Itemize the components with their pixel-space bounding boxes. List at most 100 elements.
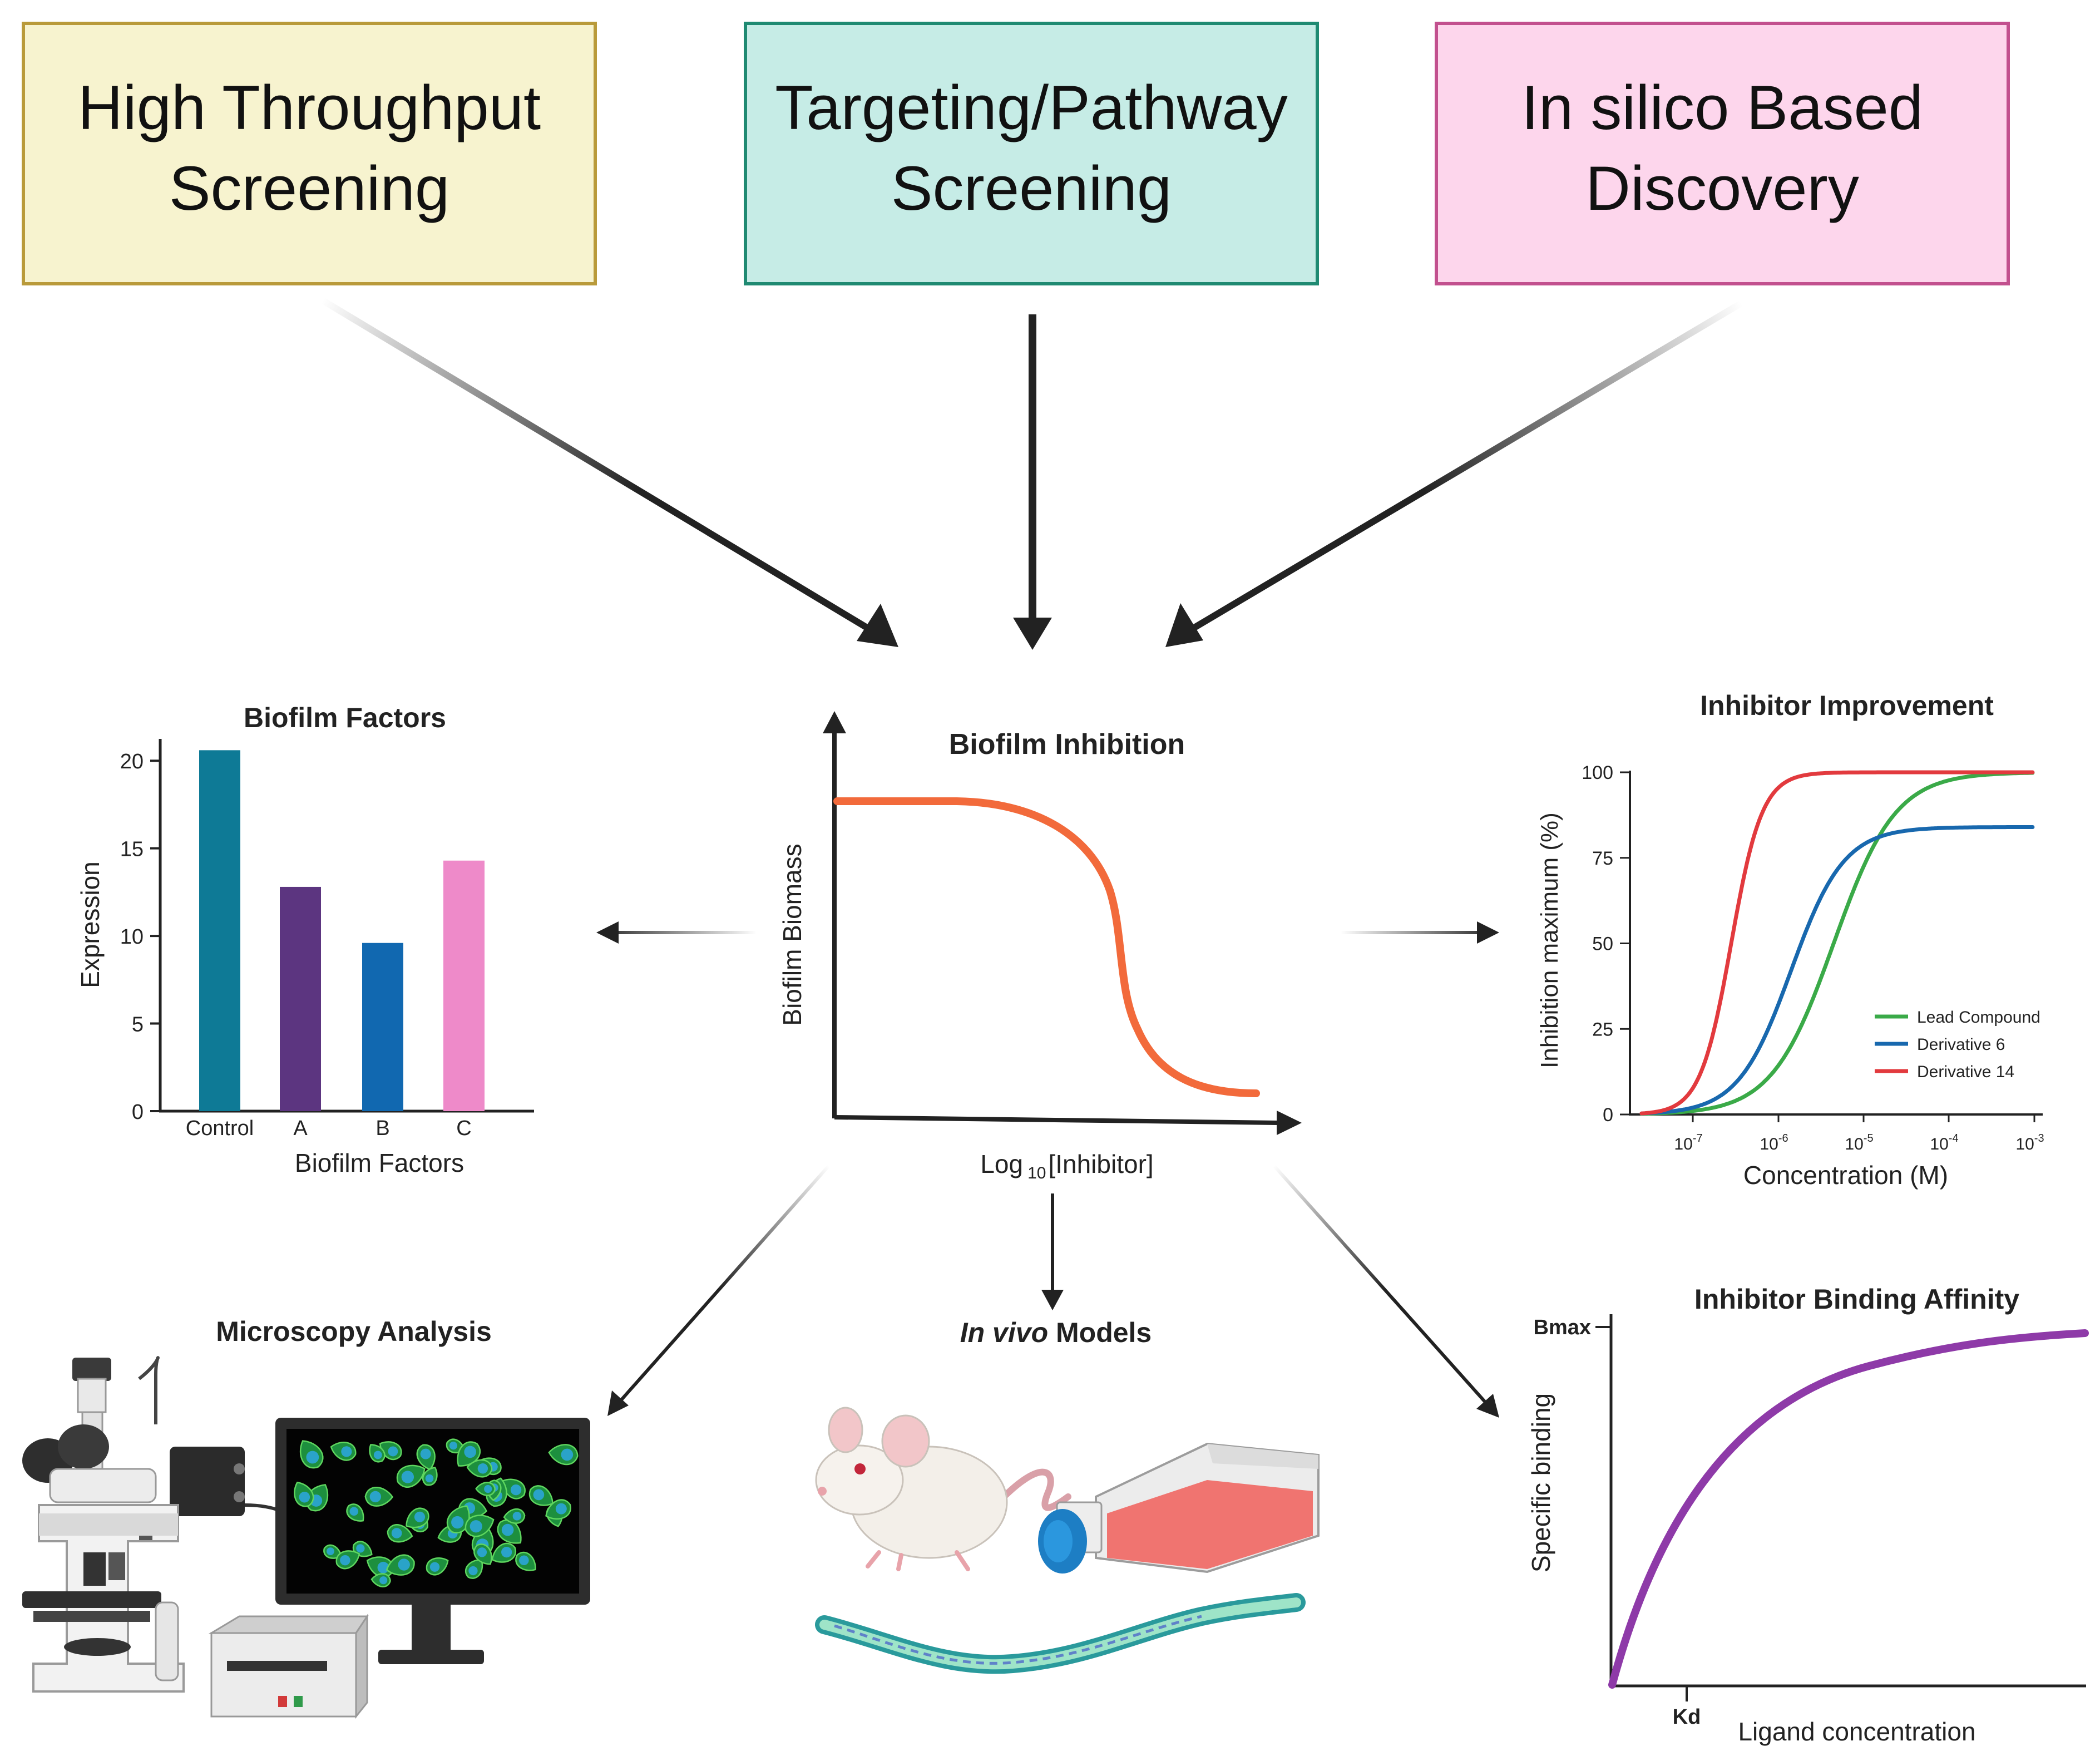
curve-derivative-14 — [1639, 770, 2035, 1116]
cell — [465, 1559, 483, 1579]
binding-affinity-chart: Inhibitor Binding Affinity Bmax Kd Ligan… — [1526, 1284, 2089, 1746]
x-tick-label: 10-7 — [1674, 1132, 1702, 1153]
arrow-to-microscopy — [607, 1165, 831, 1416]
x-label-inhibitor: [Inhibitor] — [1048, 1150, 1153, 1178]
biofilm-factors-x-tick-labels: Control A B C — [186, 1117, 472, 1140]
cell — [528, 1485, 554, 1506]
in-vivo-title: In vivo Models — [960, 1317, 1152, 1348]
x-tick-label: 10-4 — [1930, 1132, 1958, 1153]
cell — [501, 1478, 526, 1500]
legend-label: Derivative 6 — [1917, 1035, 2005, 1054]
biofilm-factors-bars — [199, 750, 485, 1111]
curve-derivative-6 — [1639, 825, 2035, 1116]
cell — [396, 1464, 426, 1488]
in-vivo-title-italic: In vivo — [960, 1317, 1048, 1348]
cell — [465, 1515, 495, 1537]
arrow-to-binding-affinity — [1272, 1165, 1499, 1418]
legend-label: Derivative 14 — [1917, 1063, 2014, 1081]
box-high-throughput-frame — [22, 22, 597, 285]
culture-flask-illustration — [1038, 1442, 1320, 1574]
biofilm-factors-title: Biofilm Factors — [244, 702, 446, 733]
arrow-from-in-silico — [1165, 300, 1743, 647]
cell — [548, 1444, 579, 1466]
cell — [422, 1467, 438, 1486]
cell — [497, 1519, 522, 1544]
y-tick-label: 75 — [1592, 848, 1613, 869]
cell — [473, 1543, 492, 1565]
x-tick-label: B — [375, 1117, 389, 1140]
x-tick-label: 10-6 — [1760, 1132, 1788, 1153]
inhibitor-improvement-curves — [1639, 770, 2035, 1116]
y-tick-label: 25 — [1592, 1019, 1613, 1040]
y-tick-label: 100 — [1582, 762, 1613, 783]
cell — [299, 1440, 324, 1469]
cell — [386, 1554, 415, 1576]
cell — [466, 1459, 493, 1478]
cell — [406, 1507, 429, 1528]
cell — [364, 1487, 394, 1507]
arrow-to-inhibitor-improvement — [1341, 921, 1499, 944]
box-in-silico-frame — [1435, 22, 2010, 285]
control-box-illustration — [208, 1614, 369, 1719]
box-high-throughput-line2: Screening — [169, 154, 449, 223]
cell — [416, 1444, 436, 1471]
inhibitor-improvement-title: Inhibitor Improvement — [1700, 690, 1994, 721]
microscopy-title: Microscopy Analysis — [216, 1316, 492, 1347]
cell — [491, 1542, 517, 1563]
monitor-illustration — [275, 1418, 590, 1664]
biofilm-inhibition-x-arrowhead — [1277, 1111, 1302, 1135]
bar-b — [362, 943, 403, 1111]
in-vivo-title-rest: Models — [1048, 1317, 1152, 1348]
binding-affinity-title: Inhibitor Binding Affinity — [1694, 1284, 2019, 1315]
biofilm-factors-x-label: Biofilm Factors — [295, 1148, 464, 1177]
cell — [515, 1551, 536, 1571]
cell — [335, 1550, 360, 1570]
curve-lead-compound — [1639, 771, 2035, 1116]
binding-affinity-y-label: Specific binding — [1526, 1393, 1555, 1572]
box-targeting-pathway-frame — [744, 22, 1319, 285]
x-tick-label: A — [293, 1117, 308, 1140]
mouse-illustration — [815, 1407, 1071, 1571]
in-vivo-section: In vivo Models — [815, 1317, 1320, 1674]
legend-label: Lead Compound — [1917, 1008, 2040, 1027]
cell — [370, 1573, 391, 1587]
box-high-throughput-line1: High Throughput — [78, 73, 541, 142]
box-targeting-pathway-line1: Targeting/Pathway — [775, 73, 1287, 142]
binding-affinity-x-label: Ligand concentration — [1738, 1717, 1975, 1746]
x-tick-label: 10-5 — [1845, 1132, 1873, 1153]
x-tick-label: C — [456, 1117, 471, 1140]
y-tick-label: 50 — [1592, 934, 1613, 955]
cell — [330, 1442, 357, 1461]
biofilm-inhibition-x-axis — [834, 1115, 1280, 1125]
box-in-silico-line2: Discovery — [1585, 154, 1859, 223]
dose-response-curve — [833, 797, 1260, 1097]
x-tick-label: Control — [186, 1117, 254, 1140]
box-targeting-pathway-line2: Screening — [891, 154, 1172, 223]
inhibitor-improvement-y-label: Inhibition maximum (%) — [1536, 812, 1563, 1068]
cell — [387, 1524, 413, 1543]
cell — [475, 1482, 496, 1496]
cell — [545, 1499, 571, 1520]
microscopy-section: Microscopy Analysis — [22, 1316, 590, 1719]
cell — [346, 1503, 364, 1522]
y-tick-label: 15 — [120, 838, 144, 861]
y-tick-label: 5 — [132, 1013, 144, 1037]
cell — [503, 1508, 526, 1524]
y-tick-label: 20 — [120, 750, 144, 773]
biofilm-inhibition-y-label: Biofilm Biomass — [778, 844, 807, 1025]
bar-c — [443, 860, 485, 1111]
worm-illustration — [815, 1593, 1306, 1674]
bar-a — [280, 886, 321, 1111]
cell — [323, 1544, 342, 1559]
microscope-illustration — [22, 1356, 313, 1693]
x-label-log: Log — [980, 1150, 1023, 1178]
